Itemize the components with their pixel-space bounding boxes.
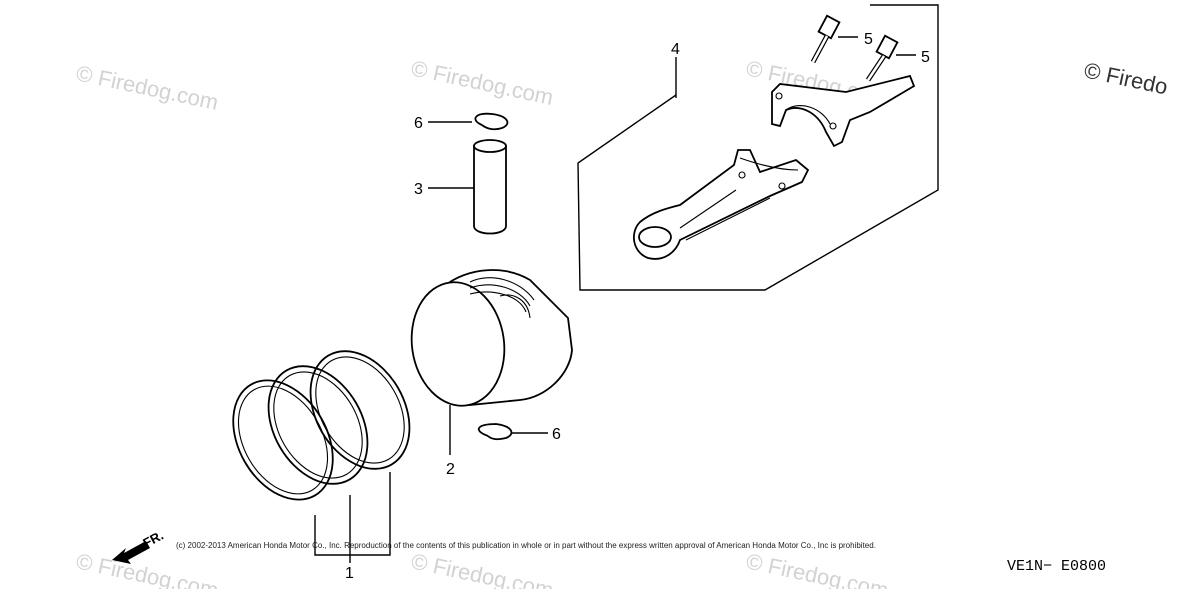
callout-1: 1: [345, 565, 354, 582]
callout-6b: 6: [552, 426, 561, 443]
watermark: © Firedog.com: [74, 548, 221, 589]
piston-pin: [428, 139, 507, 235]
watermark-layer: © Firedog.com © Firedog.com © Firedog.co…: [74, 55, 1170, 589]
callout-3: 3: [414, 181, 423, 198]
piston-ring-top: [232, 379, 334, 501]
callout-5b: 5: [921, 49, 930, 66]
piston-pin-clip-upper: [428, 112, 509, 131]
piston: [410, 269, 573, 455]
callout-4: 4: [671, 41, 680, 58]
rod-cap: [771, 74, 916, 148]
callout-2: 2: [446, 461, 455, 478]
watermark: © Firedog.com: [409, 548, 556, 589]
group-bracket: [577, 4, 939, 291]
piston-pin-clip-lower: [477, 423, 548, 441]
callout-6a: 6: [414, 115, 423, 132]
piston-ring-set: [232, 350, 411, 563]
front-direction-marker: FR.: [112, 528, 166, 564]
connecting-rod-set-group: [577, 4, 939, 291]
watermark: © Firedog.com: [409, 55, 556, 110]
watermark: © Firedog.com: [744, 548, 891, 589]
callout-5a: 5: [864, 31, 873, 48]
arrow-left-down-icon: [112, 541, 150, 564]
piston-ring-second: [267, 365, 369, 485]
diagram-code: VE1N− E0800: [1007, 558, 1106, 575]
connecting-rod: [633, 149, 810, 260]
watermark: © Firedog.com: [74, 60, 221, 115]
copyright-notice: (c) 2002-2013 American Honda Motor Co., …: [176, 541, 876, 550]
watermark-corner: © Firedo: [1082, 57, 1170, 99]
leader-line: [314, 472, 391, 556]
rod-bolt-a: [810, 14, 841, 64]
rod-bolt-b: [865, 34, 899, 82]
callout-labels: 1 2 3 4 5 5 6 6: [345, 31, 930, 582]
